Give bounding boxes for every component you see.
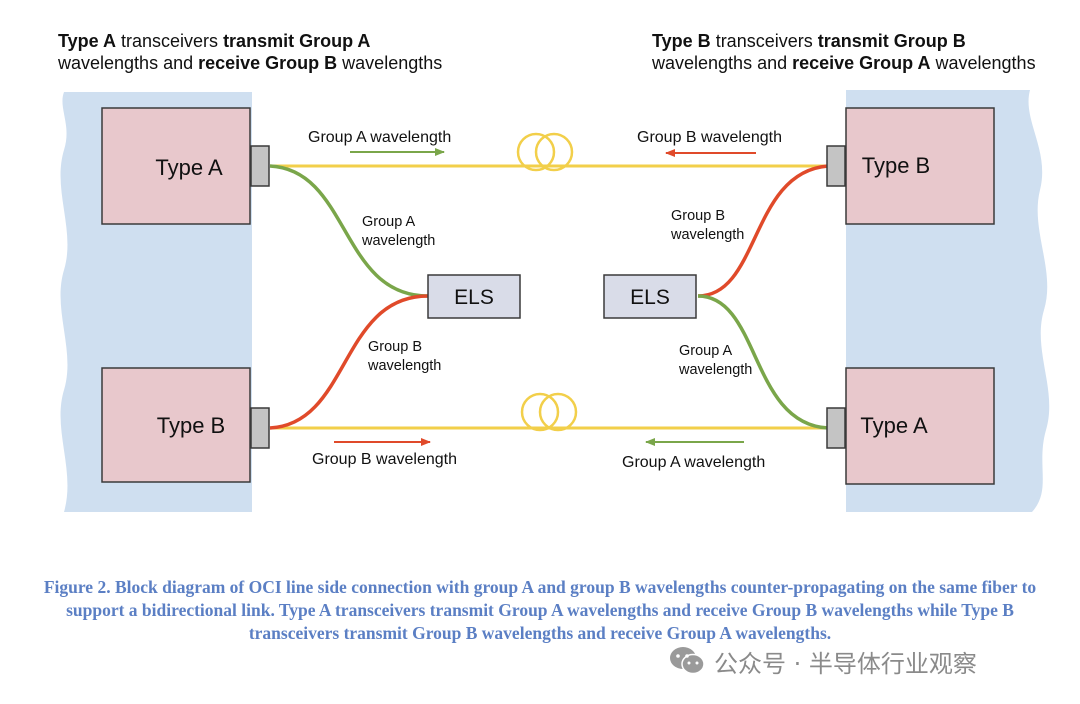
right-group-a-fiber (697, 294, 829, 430)
left-lower-curve-label-1: Group B (368, 339, 422, 355)
figure-caption: Figure 2. Block diagram of OCI line side… (43, 577, 1037, 643)
wechat-icon (670, 647, 705, 675)
left-upper-curve-label-1: Group A (362, 214, 416, 230)
right-bottom-label: Type A (860, 413, 928, 438)
block-diagram: Type A Type B Type B Type A ELS ELS Grou… (60, 90, 1050, 512)
top-fiber-spool (516, 132, 574, 172)
els-right-label: ELS (630, 286, 670, 309)
bottom-fiber-spool (520, 392, 578, 432)
right-top-label: Type B (862, 153, 930, 178)
bottom-left-wave-label: Group B wavelength (312, 451, 457, 468)
left-bottom-port (250, 407, 270, 449)
els-left-box (427, 274, 521, 319)
right-upper-curve-label-2: wavelength (670, 227, 744, 243)
left-heading: Type A transceivers transmit Group A wav… (58, 31, 443, 73)
left-heading-type: Type A (58, 31, 117, 51)
top-right-wave-label: Group B wavelength (637, 129, 782, 146)
right-heading: Type B transceivers transmit Group B wav… (652, 31, 1036, 73)
left-top-port (250, 145, 270, 187)
right-group-b-fiber (697, 164, 829, 298)
right-bottom-transceiver (845, 367, 995, 485)
right-heading-type: Type B (652, 31, 711, 51)
left-top-transceiver (101, 107, 251, 225)
els-left-label: ELS (454, 286, 494, 309)
top-left-wave-label: Group A wavelength (308, 129, 451, 146)
right-top-port (826, 145, 846, 187)
left-lower-curve-label-2: wavelength (367, 358, 441, 374)
watermark-text: 公众号 · 半导体行业观察 (714, 649, 977, 678)
bottom-right-wave-label: Group A wavelength (622, 454, 765, 471)
right-bottom-port (826, 407, 846, 449)
right-lower-curve-label-2: wavelength (678, 362, 752, 378)
left-top-label: Type A (155, 155, 223, 180)
left-upper-curve-label-2: wavelength (361, 233, 435, 249)
left-group-a-fiber (269, 164, 429, 298)
right-top-transceiver (845, 107, 995, 225)
right-lower-curve-label-1: Group A (679, 343, 733, 359)
left-group-b-fiber (269, 294, 429, 430)
right-upper-curve-label-1: Group B (671, 208, 725, 224)
left-bottom-transceiver (101, 367, 251, 483)
left-bottom-label: Type B (157, 413, 225, 438)
watermark: 公众号 · 半导体行业观察 (668, 644, 977, 678)
els-right-box (603, 274, 697, 319)
